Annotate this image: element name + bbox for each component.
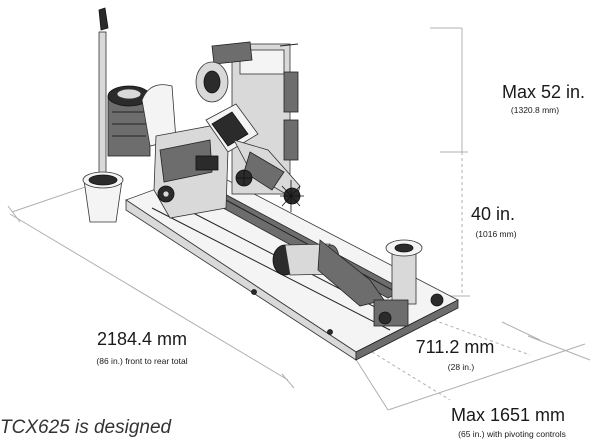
caption-text: TCX625 is designed [0,417,173,438]
length-label: 2184.4 mm (86 in.) front to rear total [96,329,187,366]
length-metric: (86 in.) front to rear total [96,356,187,366]
height-metric: (1016 mm) [475,229,516,239]
tcx625-machine-illustration [82,7,459,361]
height-label: 40 in. (1016 mm) [471,204,517,239]
dimension-lines [7,27,591,411]
height-value: 40 in. [471,204,515,224]
max-width-value: Max 1651 mm [451,405,565,425]
width-label: 711.2 mm (28 in.) [416,337,495,372]
width-metric: (28 in.) [448,362,475,372]
max-height-metric: (1320.8 mm) [511,105,559,115]
length-value: 2184.4 mm [97,329,187,349]
max-width-metric: (65 in.) with pivoting controls [458,429,566,439]
width-value: 711.2 mm [416,337,495,357]
max-height-label: Max 52 in. (1320.8 mm) [502,82,585,115]
max-height-value: Max 52 in. [502,82,585,102]
max-width-label: Max 1651 mm (65 in.) with pivoting contr… [451,405,566,439]
